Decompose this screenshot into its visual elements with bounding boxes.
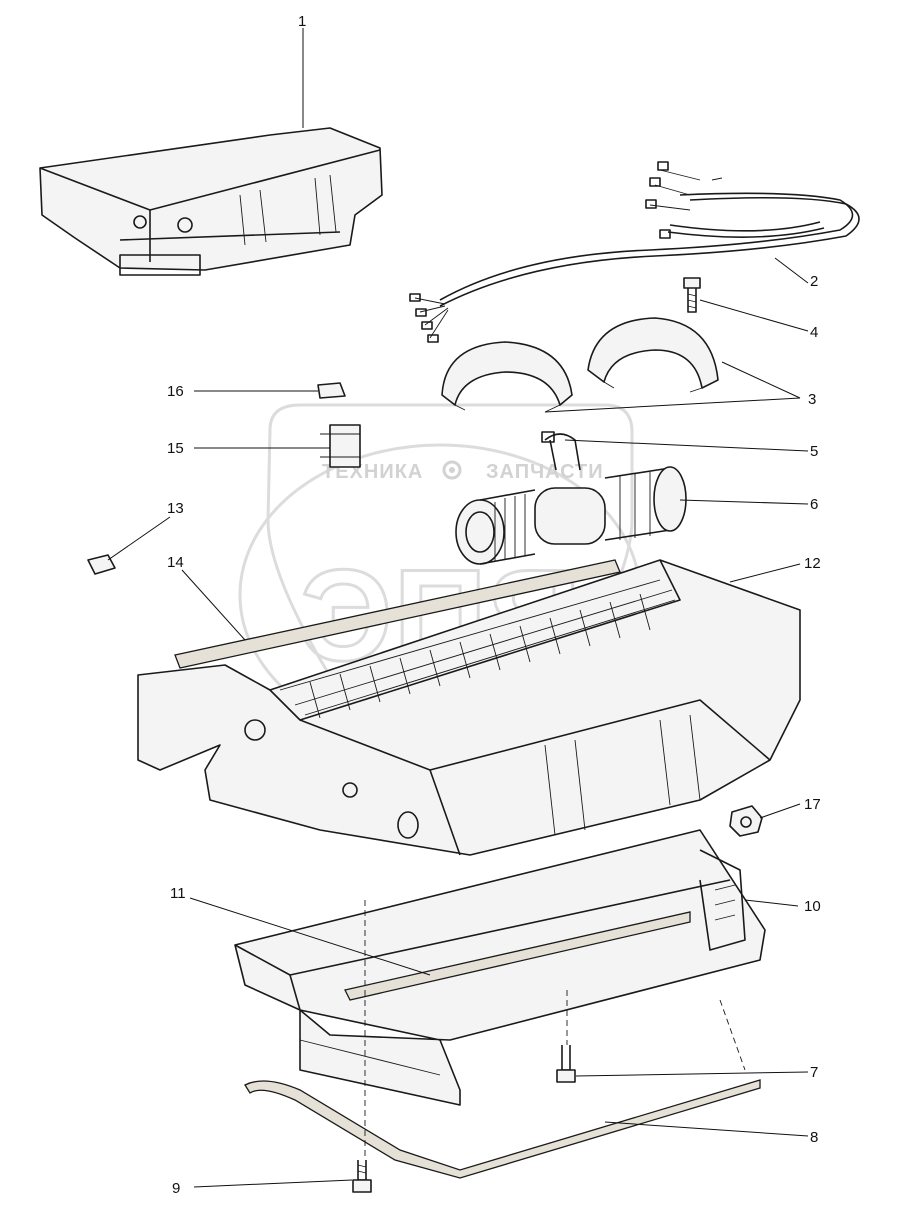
leader-5 bbox=[564, 439, 809, 452]
part-16-block bbox=[317, 382, 346, 399]
callout-11: 11 bbox=[170, 885, 186, 902]
leader-13 bbox=[107, 516, 171, 561]
part-4-screw bbox=[683, 277, 701, 313]
leader-2 bbox=[774, 257, 809, 284]
part-12-main-housing bbox=[137, 559, 801, 856]
part-10-lower-tray bbox=[234, 829, 766, 1106]
callout-1: 1 bbox=[298, 13, 306, 30]
callout-3: 3 bbox=[808, 391, 816, 408]
part-17-nut-clip bbox=[729, 805, 763, 837]
leader-11 bbox=[189, 897, 431, 976]
callout-9: 9 bbox=[172, 1180, 180, 1197]
callout-8: 8 bbox=[810, 1129, 818, 1146]
callout-17: 17 bbox=[804, 796, 821, 813]
callout-6: 6 bbox=[810, 496, 818, 513]
leader-12 bbox=[729, 563, 801, 583]
leader-14 bbox=[181, 569, 246, 641]
callout-5: 5 bbox=[810, 443, 818, 460]
callout-7: 7 bbox=[810, 1064, 818, 1081]
callout-15: 15 bbox=[167, 440, 184, 457]
part-3-fan-covers bbox=[441, 317, 719, 413]
callout-16: 16 bbox=[167, 383, 184, 400]
leader-17 bbox=[759, 803, 801, 819]
part-1-upper-cover bbox=[39, 127, 383, 276]
callout-2: 2 bbox=[810, 273, 818, 290]
callout-4: 4 bbox=[810, 324, 818, 341]
leader-7 bbox=[575, 1071, 809, 1077]
heater-core-fins bbox=[279, 579, 676, 719]
callout-14: 14 bbox=[167, 554, 184, 571]
leader-3b bbox=[544, 397, 801, 413]
leader-6 bbox=[679, 499, 809, 505]
callout-labels: 1 2 3 4 5 6 7 8 9 10 11 12 13 14 15 16 1… bbox=[167, 13, 821, 1197]
callout-10: 10 bbox=[804, 898, 821, 915]
gear-icon bbox=[442, 460, 462, 480]
part-14-gasket bbox=[174, 559, 621, 669]
part-7-screw bbox=[556, 1045, 576, 1083]
callout-13: 13 bbox=[167, 500, 184, 517]
part-6-blower-assembly bbox=[455, 466, 687, 565]
leader-10 bbox=[744, 899, 799, 907]
part-9-screw bbox=[352, 1160, 372, 1193]
leader-4 bbox=[699, 299, 809, 332]
leader-8 bbox=[604, 1121, 809, 1137]
callout-12: 12 bbox=[804, 555, 821, 572]
leader-lines bbox=[107, 28, 809, 1188]
part-15-clip bbox=[320, 424, 361, 468]
alignment-lines bbox=[364, 900, 746, 1160]
leader-3a bbox=[721, 361, 801, 399]
leader-9 bbox=[193, 1179, 353, 1188]
part-11-strip bbox=[344, 911, 691, 1001]
part-8-bottom-gasket bbox=[244, 1079, 761, 1179]
watermark-right-text: ЗАПЧАСТИ bbox=[486, 461, 604, 483]
part-2-wiring-harness bbox=[409, 161, 860, 343]
